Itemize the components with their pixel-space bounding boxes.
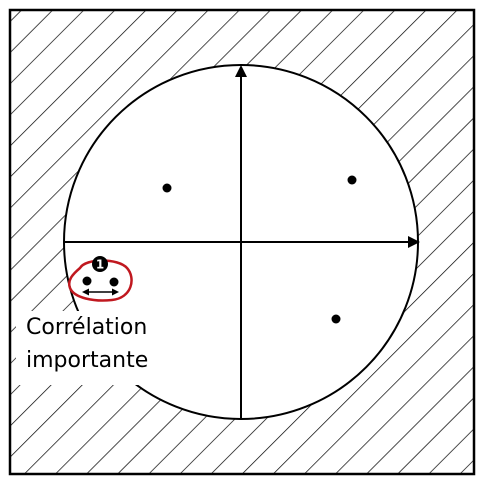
point-pair-left bbox=[82, 276, 92, 286]
point-upper-left bbox=[162, 183, 172, 193]
label-line-2: importante bbox=[26, 348, 149, 373]
marker-number: 1 bbox=[96, 258, 104, 272]
label-line-1: Corrélation bbox=[26, 315, 148, 340]
point-upper-right bbox=[347, 175, 357, 185]
vertical-arrowhead bbox=[235, 65, 247, 77]
marker-badge: 1 bbox=[92, 256, 108, 272]
point-pair-right bbox=[109, 277, 119, 287]
double-arrow-icon bbox=[82, 288, 119, 296]
point-lower-right bbox=[331, 314, 341, 324]
highlight-ring bbox=[68, 259, 133, 302]
correlation-label: Corrélation importante bbox=[16, 311, 174, 385]
horizontal-arrowhead bbox=[408, 236, 420, 248]
